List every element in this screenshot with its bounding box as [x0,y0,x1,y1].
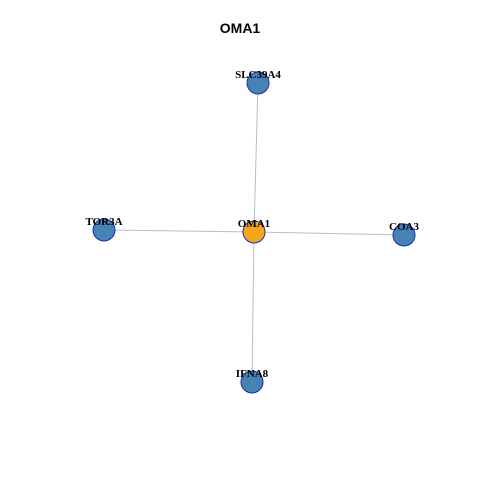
node-circle-slc39a4 [246,71,270,95]
edge-oma1-coa3 [253,231,405,236]
node-circle-oma1 [242,220,266,244]
diagram-title: OMA1 [219,20,261,36]
node-label-ifna8: IFNA8 [236,368,269,380]
node-coa3: COA3 [389,221,419,247]
node-tor3a: TOR3A [85,216,123,242]
edge-oma1-slc39a4 [253,82,259,233]
edge-oma1-ifna8 [251,231,255,383]
node-oma1: OMA1 [238,218,270,244]
edge-oma1-tor3a [103,229,255,233]
node-label-oma1: OMA1 [238,218,270,230]
node-circle-coa3 [392,223,416,247]
node-label-coa3: COA3 [389,221,419,233]
node-circle-ifna8 [240,370,264,394]
node-label-tor3a: TOR3A [85,216,122,228]
node-label-slc39a4: SLC39A4 [235,69,281,81]
node-circle-tor3a [92,218,116,242]
node-ifna8: IFNA8 [236,368,269,394]
node-slc39a4: SLC39A4 [235,69,281,95]
edge-layer [103,82,405,383]
